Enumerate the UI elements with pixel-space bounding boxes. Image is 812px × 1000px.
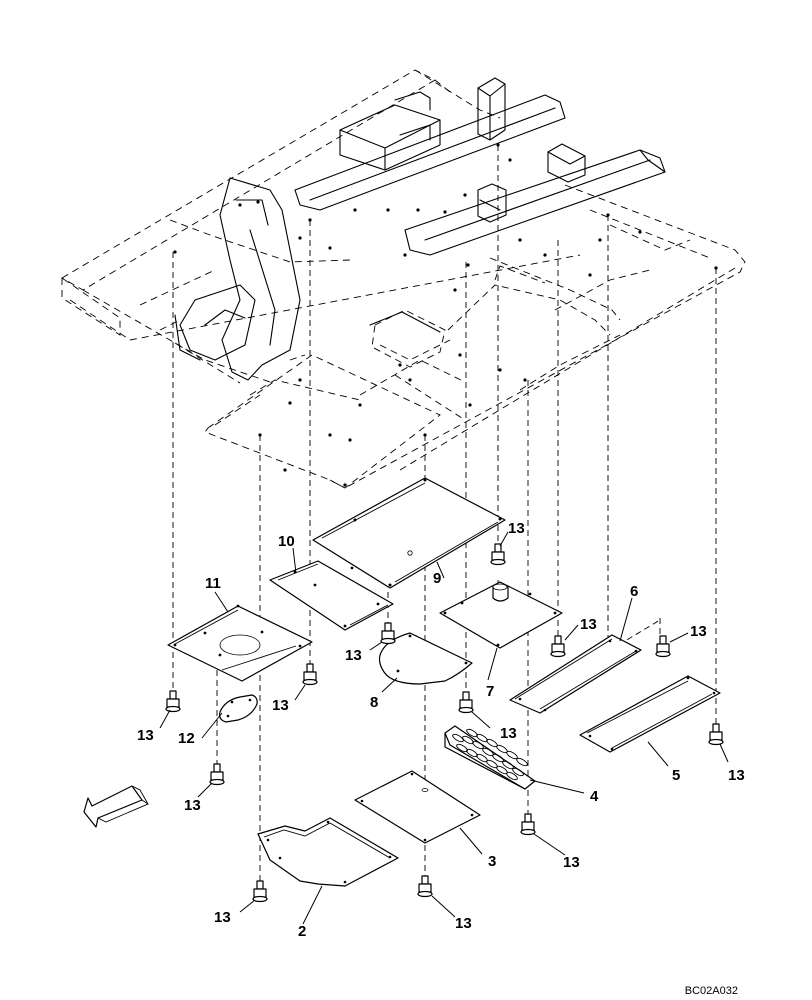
callout-13: 13 [563, 854, 580, 871]
bolt [458, 691, 474, 714]
bolt [417, 875, 433, 898]
callout-13: 13 [728, 767, 745, 784]
plate-12 [219, 694, 258, 723]
bolt [490, 543, 506, 566]
callout-13: 13 [580, 616, 597, 633]
bolt [302, 663, 318, 686]
bolt [252, 880, 268, 903]
callout-6: 6 [630, 583, 638, 600]
callout-12: 12 [178, 730, 195, 747]
callout-13: 13 [184, 797, 201, 814]
callout-5: 5 [672, 767, 680, 784]
callout-2: 2 [298, 923, 306, 940]
callout-13: 13 [508, 520, 525, 537]
bolt [708, 723, 724, 746]
bolt [380, 622, 396, 645]
callout-13: 13 [272, 697, 289, 714]
callout-10: 10 [278, 533, 295, 550]
front-direction-arrow-icon [83, 785, 149, 828]
grille-4 [444, 725, 536, 790]
callout-7: 7 [486, 683, 494, 700]
callout-9: 9 [433, 570, 441, 587]
callout-13: 13 [500, 725, 517, 742]
bolt [520, 813, 536, 836]
callout-13: 13 [690, 623, 707, 640]
callout-labels: 2 3 4 5 6 7 8 9 10 11 12 13 13 13 13 13 … [137, 520, 745, 940]
callout-13: 13 [214, 909, 231, 926]
frame-holes [173, 143, 718, 487]
plate-7 [439, 581, 563, 649]
plate-6 [509, 634, 642, 714]
leader-lines [159, 531, 729, 925]
plate-3 [354, 770, 481, 844]
upper-frame [61, 69, 746, 489]
bolt [165, 690, 181, 713]
bolt [209, 763, 225, 786]
drawing-code: BC02A032 [685, 985, 738, 997]
callout-13: 13 [345, 647, 362, 664]
plate-2 [257, 817, 399, 887]
callout-11: 11 [205, 575, 221, 592]
bolt [550, 635, 566, 658]
bolt [655, 635, 671, 658]
callout-13: 13 [455, 915, 472, 932]
plate-11 [167, 604, 313, 682]
plate-8 [378, 632, 473, 685]
bolts-13 [165, 543, 724, 903]
callout-13: 13 [137, 727, 154, 744]
callout-4: 4 [590, 788, 599, 805]
callout-8: 8 [370, 694, 378, 711]
plate-5 [579, 675, 721, 753]
frame-members-solid [174, 77, 666, 381]
plate-9 [312, 477, 506, 589]
callout-3: 3 [488, 853, 496, 870]
plate-10 [269, 560, 394, 631]
